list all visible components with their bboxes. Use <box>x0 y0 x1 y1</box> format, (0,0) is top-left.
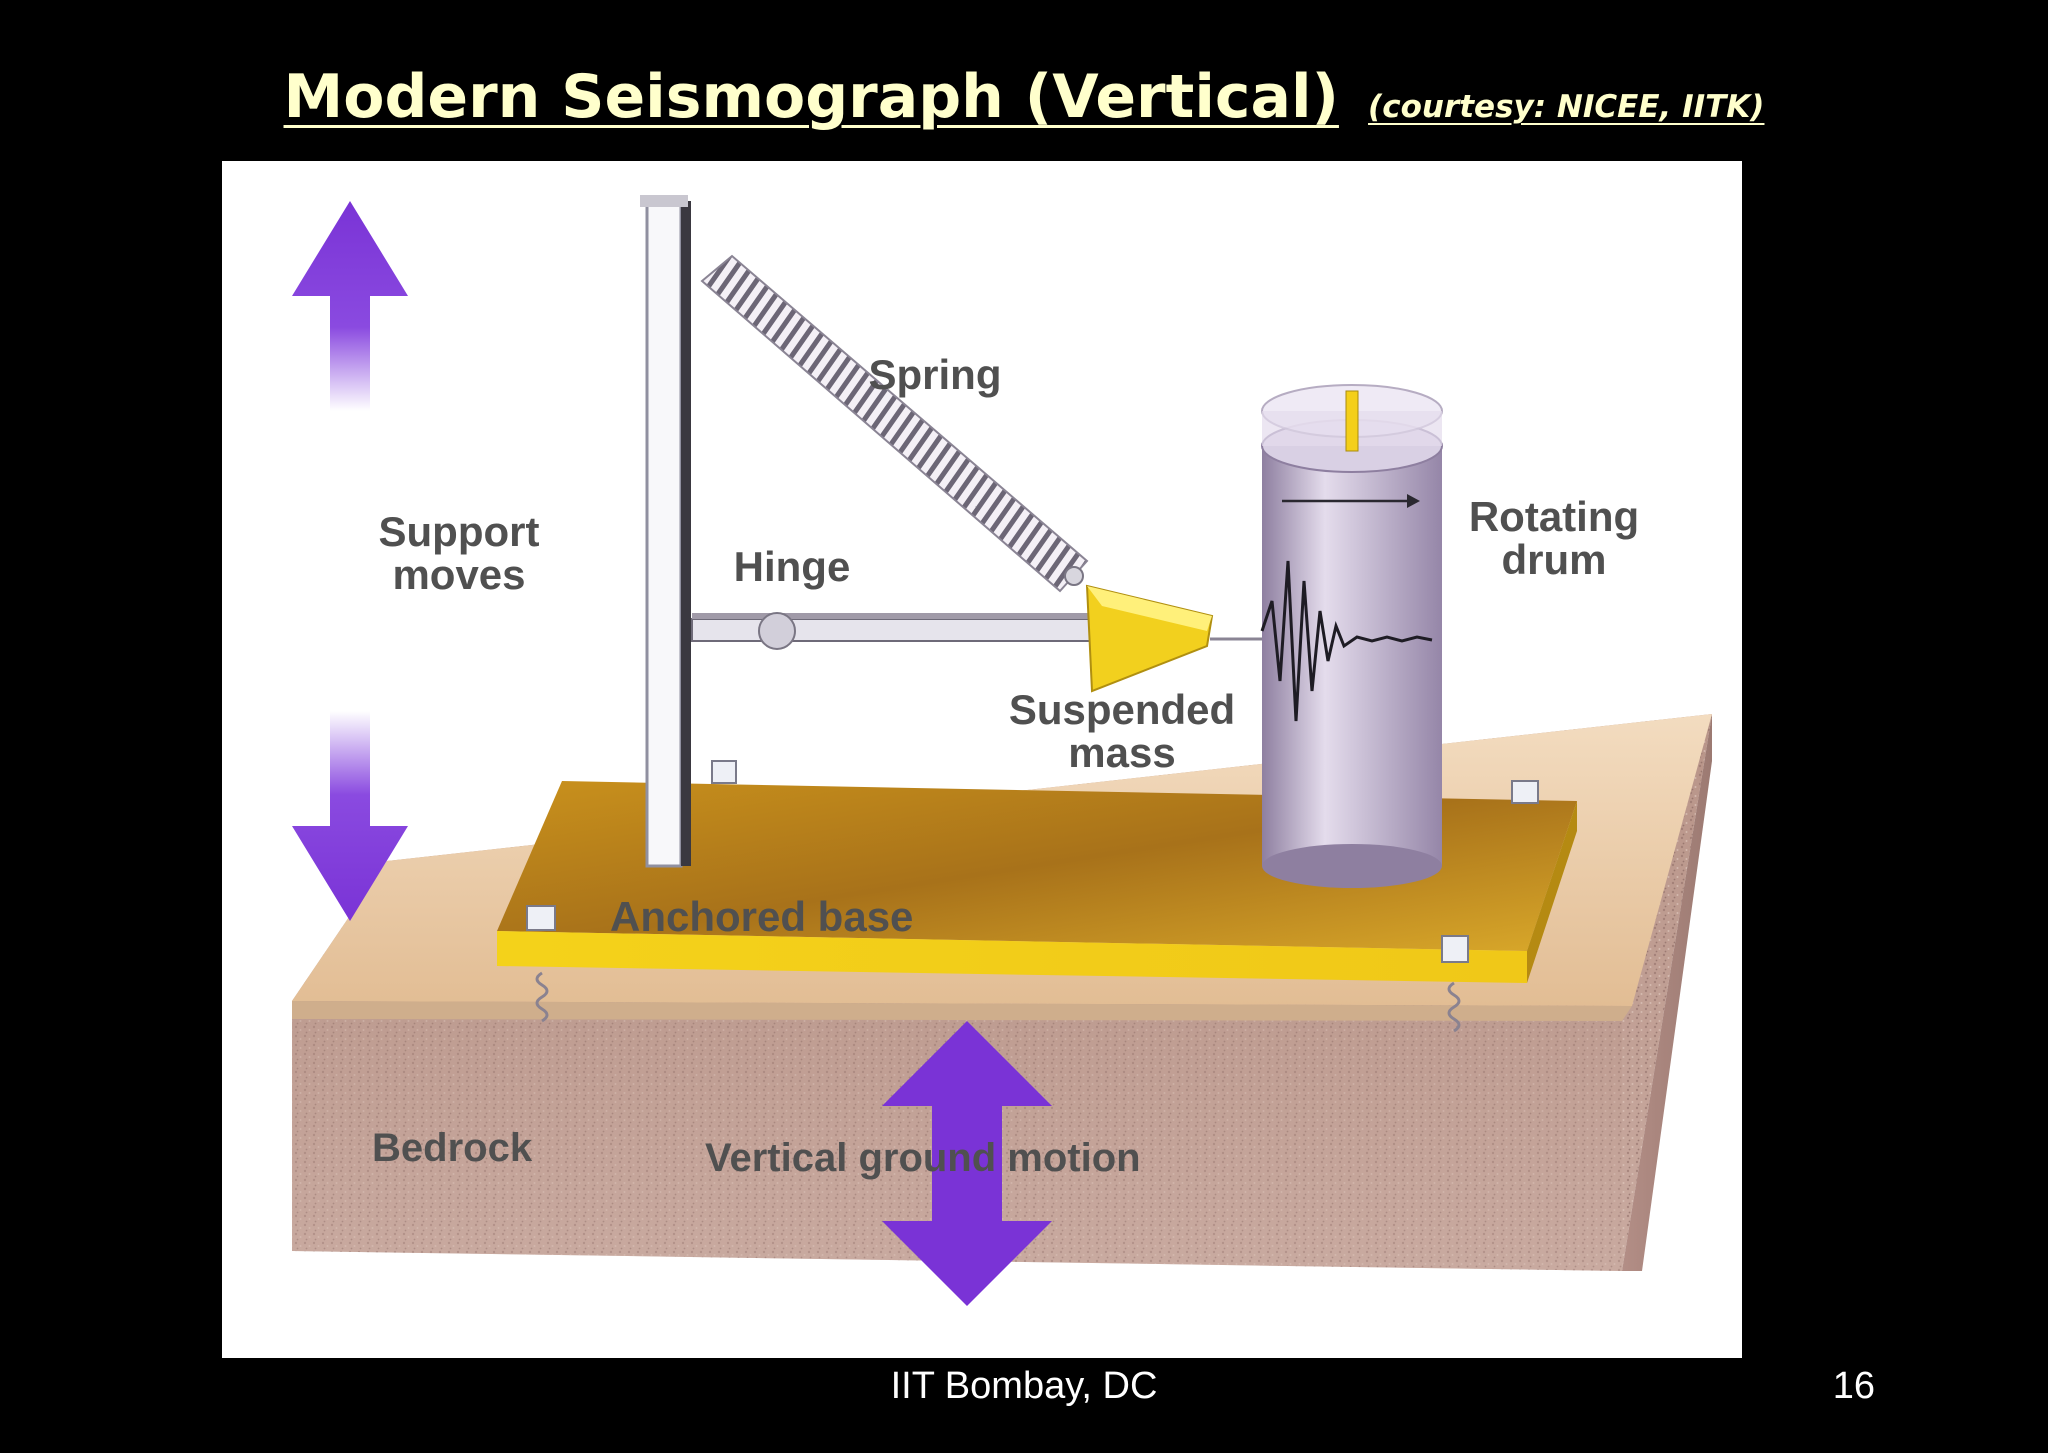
slide-title: Modern Seismograph (Vertical) (courtesy:… <box>0 62 2048 132</box>
hinge-arm <box>691 612 1113 650</box>
spring <box>700 254 1089 593</box>
label-support-line1: Support <box>379 508 540 555</box>
title-credit: (courtesy: NICEE, IITK) <box>1368 89 1765 125</box>
label-rotating-line1: Rotating <box>1469 493 1639 540</box>
label-mass-line1: Suspended <box>1009 686 1235 733</box>
seismograph-diagram: Support moves Spring Hinge Rotating drum… <box>222 161 1742 1358</box>
label-spring: Spring <box>869 351 1002 398</box>
label-hinge: Hinge <box>734 543 851 590</box>
label-rotating-line2: drum <box>1502 536 1607 583</box>
label-mass-line2: mass <box>1068 729 1175 776</box>
diagram-svg: Support moves Spring Hinge Rotating drum… <box>222 161 1742 1358</box>
suspended-mass <box>1085 584 1262 693</box>
label-bedrock: Bedrock <box>372 1126 533 1170</box>
support-column <box>640 195 691 868</box>
page-number: 16 <box>1832 1365 1875 1407</box>
title-main: Modern Seismograph (Vertical) <box>283 62 1339 132</box>
anchor-bolts <box>526 760 1539 1033</box>
rotating-drum <box>1260 384 1443 888</box>
footer-text: IIT Bombay, DC <box>890 1365 1158 1407</box>
label-anchored-base: Anchored base <box>610 893 913 940</box>
label-support-line2: moves <box>392 551 525 598</box>
label-vertical-ground-motion: Vertical ground motion <box>705 1136 1141 1180</box>
ground-motion-arrow-icon <box>882 1021 1052 1306</box>
support-arrow-up-icon <box>292 201 408 411</box>
support-arrow-down-icon <box>292 711 408 921</box>
